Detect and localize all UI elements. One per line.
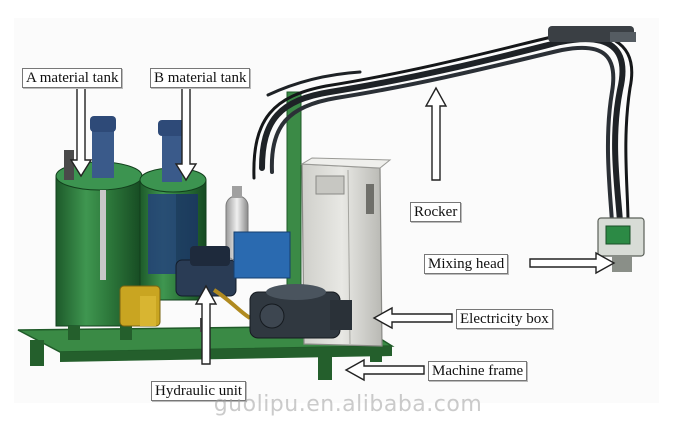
hydraulic-unit-shape bbox=[119, 231, 291, 327]
watermark: guolipu.en.alibaba.com bbox=[213, 392, 483, 417]
label-machine-frame: Machine frame bbox=[428, 361, 528, 381]
label-rocker: Rocker bbox=[410, 202, 462, 222]
arrow-electricity-box bbox=[372, 306, 453, 330]
arrow-rocker bbox=[424, 86, 448, 181]
label-hydraulic-unit: Hydraulic unit bbox=[151, 381, 247, 401]
motor-shape bbox=[249, 284, 352, 339]
mixing-head-shape bbox=[597, 217, 645, 272]
label-a-material-tank: A material tank bbox=[22, 68, 123, 88]
arrow-mixing-head bbox=[529, 251, 616, 275]
label-electricity-box: Electricity box bbox=[456, 309, 553, 329]
label-b-material-tank: B material tank bbox=[150, 68, 251, 88]
tank-b-shape bbox=[139, 120, 207, 301]
arrow-a-tank bbox=[69, 87, 93, 178]
label-mixing-head: Mixing head bbox=[424, 254, 509, 274]
tank-a-shape bbox=[55, 116, 143, 340]
arrow-hydraulic-unit bbox=[194, 284, 218, 365]
rocker-hoses bbox=[252, 32, 634, 225]
arrow-b-tank bbox=[174, 87, 198, 182]
arrow-machine-frame bbox=[344, 358, 425, 382]
